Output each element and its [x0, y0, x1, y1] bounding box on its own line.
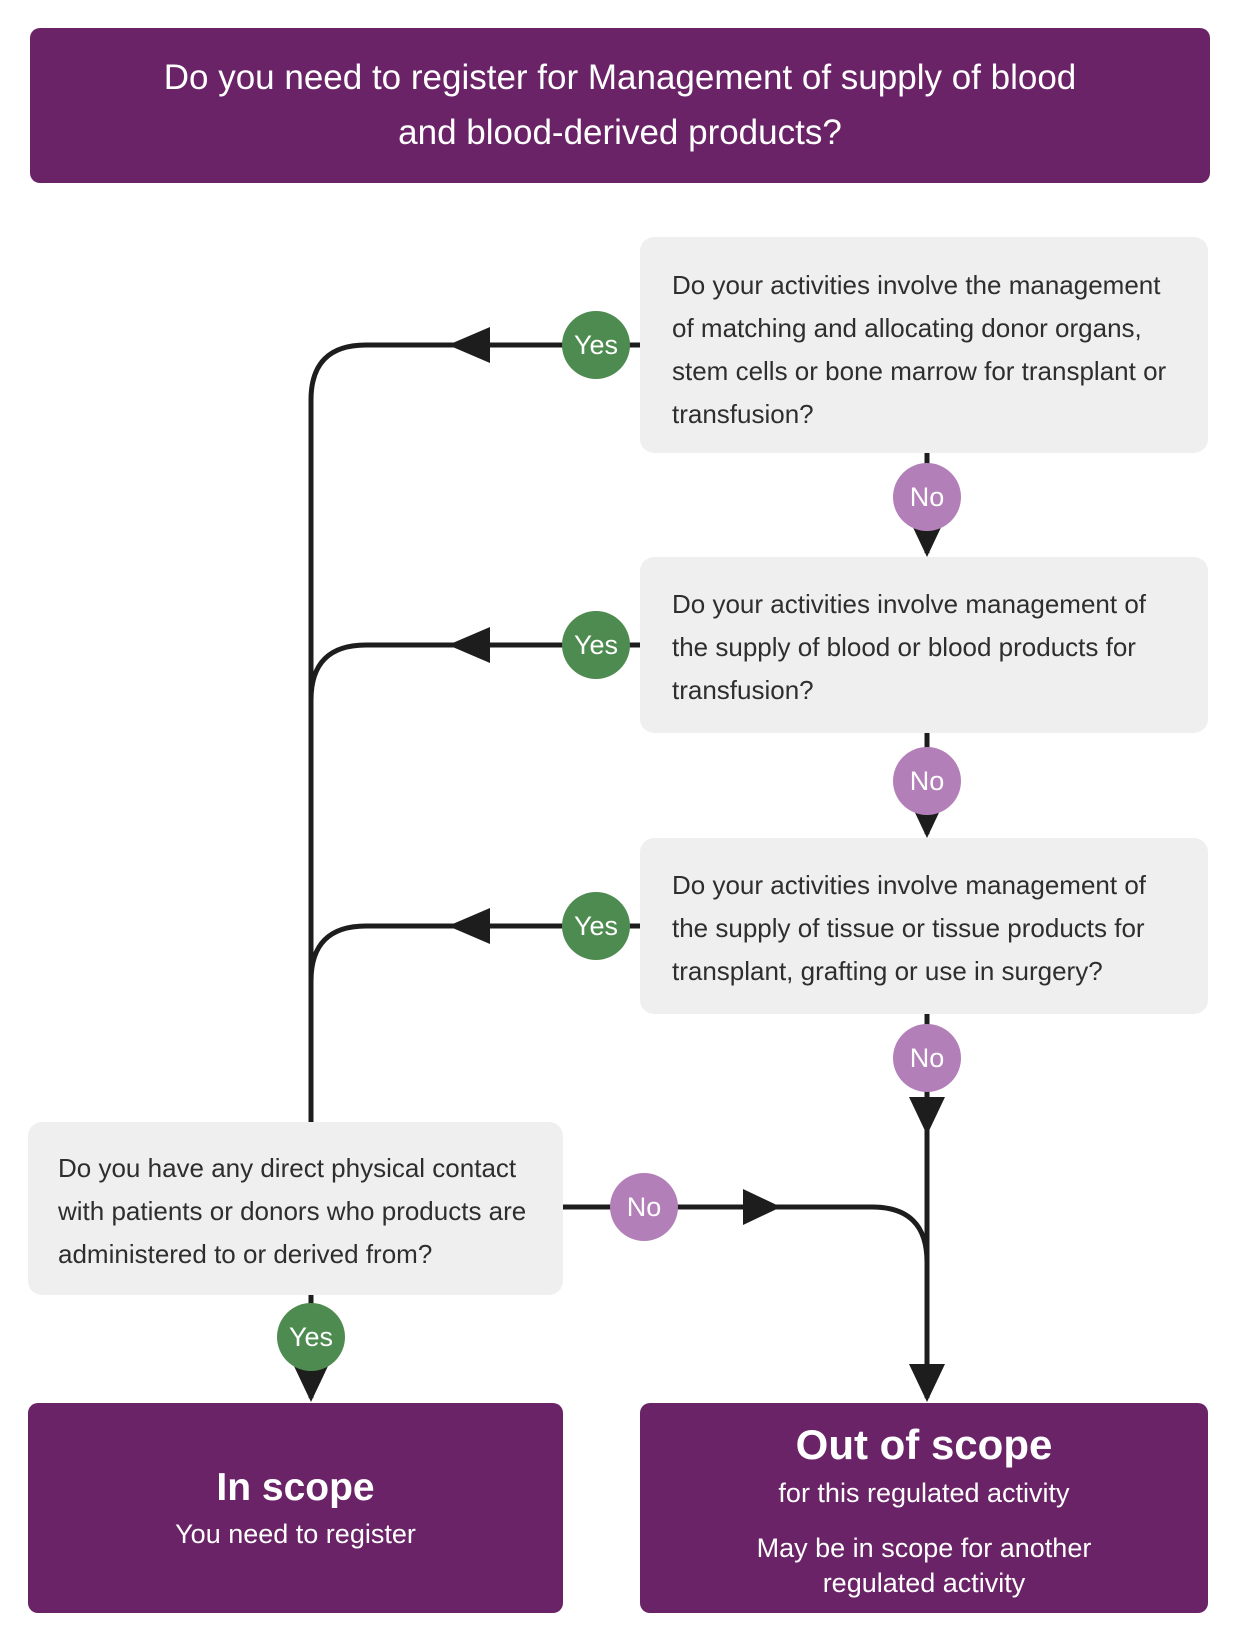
question-text: Do your activities involve management of… — [672, 870, 1147, 987]
arrowhead-in-scope — [293, 1364, 329, 1402]
in-scope-subtitle: You need to register — [175, 1518, 416, 1549]
no-label: No — [909, 481, 945, 512]
flowchart-title-banner: Do you need to register for Management o… — [30, 28, 1210, 183]
question-box-blood-supply: Do your activities involve management of… — [640, 557, 1208, 733]
question-box-donor-organs: Do your activities involve the managemen… — [640, 237, 1208, 453]
yes-label: Yes — [573, 329, 619, 360]
yes-badge-2: Yes — [562, 611, 630, 679]
yes-label: Yes — [573, 910, 619, 941]
no-badge-4: No — [610, 1173, 678, 1241]
out-of-scope-title: Out of scope — [795, 1421, 1053, 1469]
arrowhead-out-of-scope — [909, 1364, 945, 1402]
connector-no4-row — [563, 1204, 930, 1263]
yes-badge-1: Yes — [562, 311, 630, 379]
no-badge-2: No — [893, 747, 961, 815]
question-text: Do your activities involve the managemen… — [672, 270, 1167, 430]
yes-label: Yes — [288, 1321, 334, 1352]
page-title: Do you need to register for Management o… — [163, 58, 1077, 152]
no-label: No — [626, 1191, 662, 1222]
arrowhead-left-row2 — [448, 627, 490, 663]
question-text: Do your activities involve management of… — [672, 589, 1147, 706]
yes-badge-3: Yes — [562, 892, 630, 960]
no-label: No — [909, 765, 945, 796]
out-of-scope-note: May be in scope for another regulated ac… — [756, 1532, 1092, 1598]
no-label: No — [909, 1042, 945, 1073]
question-text: Do you have any direct physical contact … — [58, 1153, 527, 1270]
arrowhead-left-row1 — [448, 327, 490, 363]
question-box-tissue-supply: Do your activities involve management of… — [640, 838, 1208, 1014]
arrowhead-no3-upper — [909, 1097, 945, 1135]
no-badge-3: No — [893, 1024, 961, 1092]
connector-yes1-to-left-line — [308, 342, 640, 1122]
connector-yes3-to-left-line — [308, 923, 640, 982]
yes-label: Yes — [573, 629, 619, 660]
question-box-physical-contact: Do you have any direct physical contact … — [28, 1122, 563, 1295]
out-of-scope-subtitle: for this regulated activity — [778, 1477, 1070, 1508]
connector-yes2-to-left-line — [308, 642, 640, 701]
arrowhead-left-row3 — [448, 908, 490, 944]
yes-badge-4: Yes — [277, 1303, 345, 1371]
arrowhead-no4-right — [743, 1189, 781, 1225]
outcome-out-of-scope: Out of scope for this regulated activity… — [640, 1403, 1208, 1613]
no-badge-1: No — [893, 463, 961, 531]
outcome-in-scope: In scope You need to register — [28, 1403, 563, 1613]
in-scope-title: In scope — [216, 1466, 375, 1510]
